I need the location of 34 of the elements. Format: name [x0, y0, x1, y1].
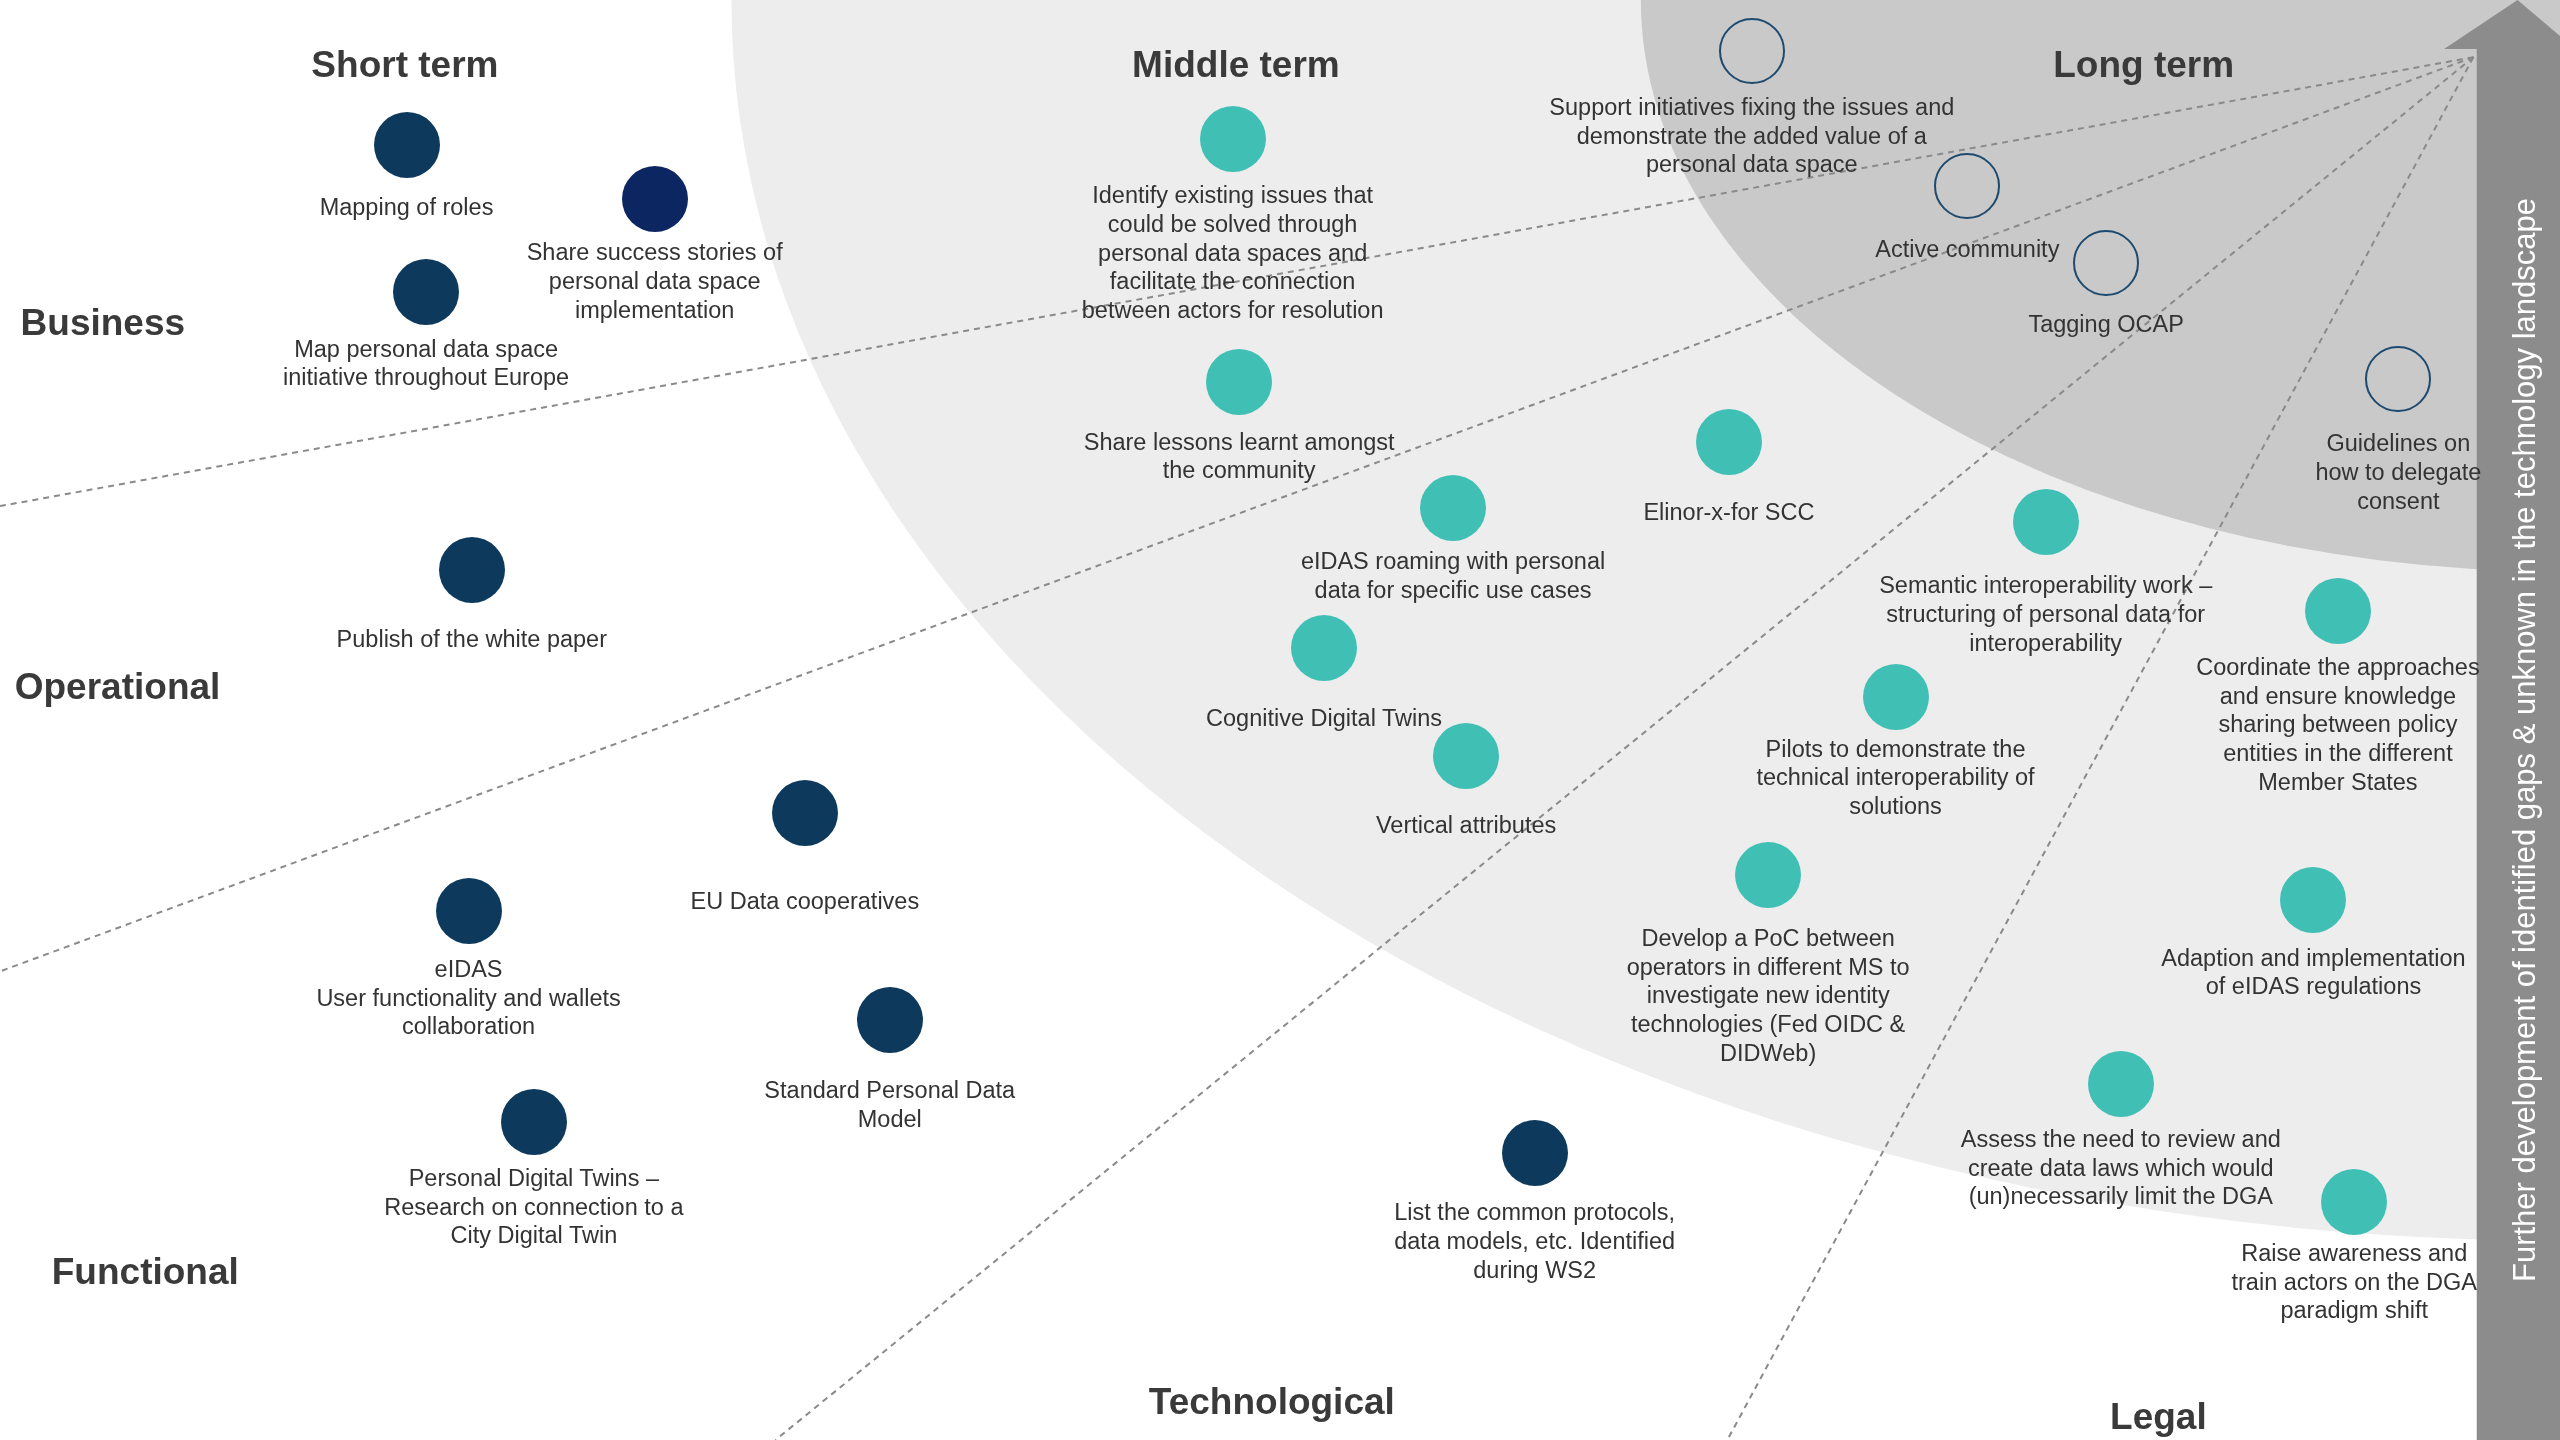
item-label: Adaption and implementation of eIDAS regulations — [2160, 943, 2467, 1001]
axis-heading: Long term — [2053, 44, 2235, 87]
arrow-label: Further development of identified gaps & unknown in the technology landscape — [2507, 198, 2543, 1282]
item-label: Map personal data space initiative throughout Europe — [282, 334, 571, 392]
item-label: Publish of the white paper — [336, 625, 608, 654]
item-label: Guidelines on how to delegate consent — [2314, 429, 2483, 516]
item-label: Standard Personal Data Model — [763, 1075, 1017, 1134]
item-label: Cognitive Digital Twins — [1206, 703, 1443, 733]
item-label: eIDAS roaming with personal data for specific use cases — [1299, 546, 1607, 605]
item-label: EU Data cooperatives — [690, 886, 920, 916]
item-label: Assess the need to review and create data laws which would (un)necessarily limit the DGA — [1959, 1124, 2282, 1211]
item-label: List the common protocols, data models, etc. Identified during WS2 — [1393, 1198, 1677, 1285]
item-label: Raise awareness and train actors on the DGA paradigm shift — [2230, 1239, 2479, 1326]
item-label: Share success stories of personal data space implementation — [525, 238, 784, 325]
axis-heading: Operational — [14, 666, 221, 709]
axis-heading: Middle term — [1132, 44, 1340, 87]
item-label: Active community — [1875, 235, 2060, 264]
item-label: Pilots to demonstrate the technical interoperability of solutions — [1755, 734, 2036, 821]
axis-heading: Short term — [311, 44, 499, 87]
item-label: Identify existing issues that could be solved through personal data spaces and facilitate the connection between actors for resolution — [1080, 181, 1385, 325]
item-label: Share lessons learnt amongst the community — [1082, 427, 1396, 486]
axis-heading: Legal — [2110, 1396, 2207, 1439]
item-label: Mapping of roles — [319, 192, 494, 222]
axis-heading: Business — [20, 302, 186, 345]
item-label: Tagging OCAP — [2028, 310, 2184, 339]
item-label: Personal Digital Twins – Research on connection to a City Digital Twin — [383, 1164, 685, 1251]
item-label: Develop a PoC between operators in different MS to investigate new identity technologies (Fed OIDC & DIDWeb) — [1625, 924, 1911, 1068]
item-label: Vertical attributes — [1376, 811, 1557, 841]
axis-heading: Technological — [1148, 1381, 1395, 1424]
axis-heading: Functional — [51, 1250, 239, 1293]
item-label: User functionality and wallets collaboration — [315, 983, 622, 1042]
item-label: eIDAS — [434, 955, 503, 984]
item-label: Support initiatives fixing the issues and demonstrate the added value of a personal data space — [1548, 93, 1956, 179]
item-label: Elinor-x-for SCC — [1643, 497, 1815, 527]
